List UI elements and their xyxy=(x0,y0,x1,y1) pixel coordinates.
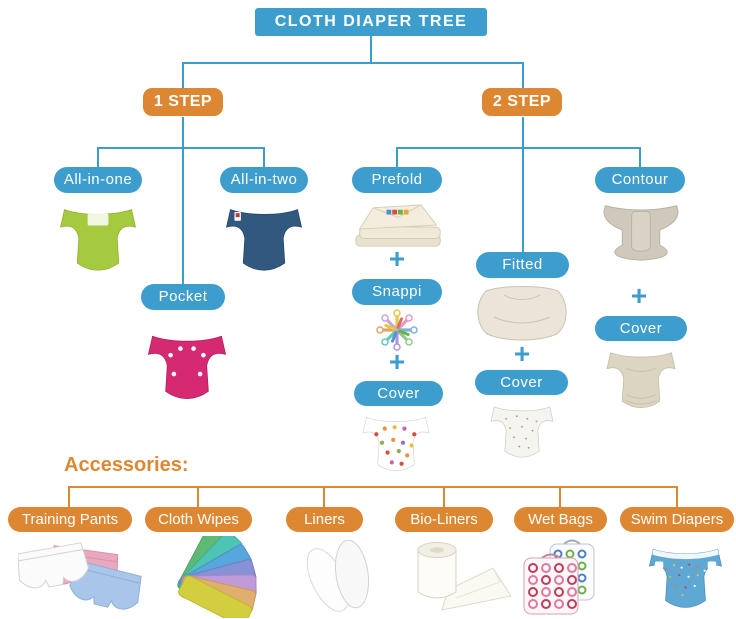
connector-line xyxy=(396,147,398,168)
node-liners: Liners xyxy=(286,507,363,532)
node-pocket: Pocket xyxy=(141,284,225,310)
connector-line xyxy=(68,486,70,507)
floral-cover-image xyxy=(362,417,430,472)
connector-line xyxy=(522,147,524,253)
page-title: CLOTH DIAPER TREE xyxy=(255,8,487,36)
all-in-one-diaper-image xyxy=(60,209,136,271)
bio-liners-image xyxy=(417,542,512,611)
plus-sign: + xyxy=(630,280,648,311)
connector-line xyxy=(443,486,445,507)
swim-diaper-image xyxy=(649,548,722,608)
connector-line xyxy=(323,486,325,507)
contour-diaper-image xyxy=(603,205,679,261)
fitted-diaper-image xyxy=(477,286,567,341)
beige-cover-image xyxy=(606,352,676,409)
all-in-two-diaper-image xyxy=(226,209,302,271)
plus-sign: + xyxy=(513,338,531,369)
connector-line xyxy=(197,486,199,507)
connector-line xyxy=(559,486,561,507)
node-wet-bags: Wet Bags xyxy=(514,507,607,532)
connector-line xyxy=(263,147,265,168)
pocket-diaper-image xyxy=(148,335,226,400)
connector-line xyxy=(182,62,524,64)
node-bio-liners: Bio-Liners xyxy=(395,507,493,532)
node-all-in-two: All-in-two xyxy=(220,167,308,193)
plus-sign: + xyxy=(388,243,406,274)
node-2-step: 2 STEP xyxy=(482,88,562,116)
connector-line xyxy=(97,147,265,149)
connector-line xyxy=(182,147,184,285)
liners-image xyxy=(306,539,370,612)
connector-line xyxy=(522,62,524,89)
node-training-pants: Training Pants xyxy=(8,507,132,532)
node-cloth-wipes: Cloth Wipes xyxy=(145,507,252,532)
connector-line xyxy=(97,147,99,168)
node-contour: Contour xyxy=(595,167,685,193)
node-cover-contour: Cover xyxy=(595,316,687,341)
printed-cover-image xyxy=(490,406,554,458)
accessories-heading: Accessories: xyxy=(64,454,189,476)
node-cover-prefold: Cover xyxy=(354,381,443,406)
node-prefold: Prefold xyxy=(352,167,442,193)
node-1-step: 1 STEP xyxy=(143,88,223,116)
training-pants-image xyxy=(18,542,142,610)
connector-line xyxy=(182,62,184,89)
node-snappi: Snappi xyxy=(352,279,442,305)
snappi-fasteners-image xyxy=(376,309,418,351)
connector-line xyxy=(396,147,641,149)
connector-line xyxy=(522,117,524,147)
connector-line xyxy=(68,486,678,488)
cloth-wipes-image xyxy=(177,536,257,618)
node-swim-diapers: Swim Diapers xyxy=(620,507,734,532)
prefold-image xyxy=(355,204,441,247)
node-all-in-one: All-in-one xyxy=(54,167,142,193)
wet-bags-image xyxy=(523,539,595,615)
connector-line xyxy=(676,486,678,507)
node-cover-fitted: Cover xyxy=(475,370,568,395)
connector-line xyxy=(182,117,184,147)
node-fitted: Fitted xyxy=(476,252,569,278)
plus-sign: + xyxy=(388,346,406,377)
connector-line xyxy=(639,147,641,168)
connector-line xyxy=(370,36,372,62)
